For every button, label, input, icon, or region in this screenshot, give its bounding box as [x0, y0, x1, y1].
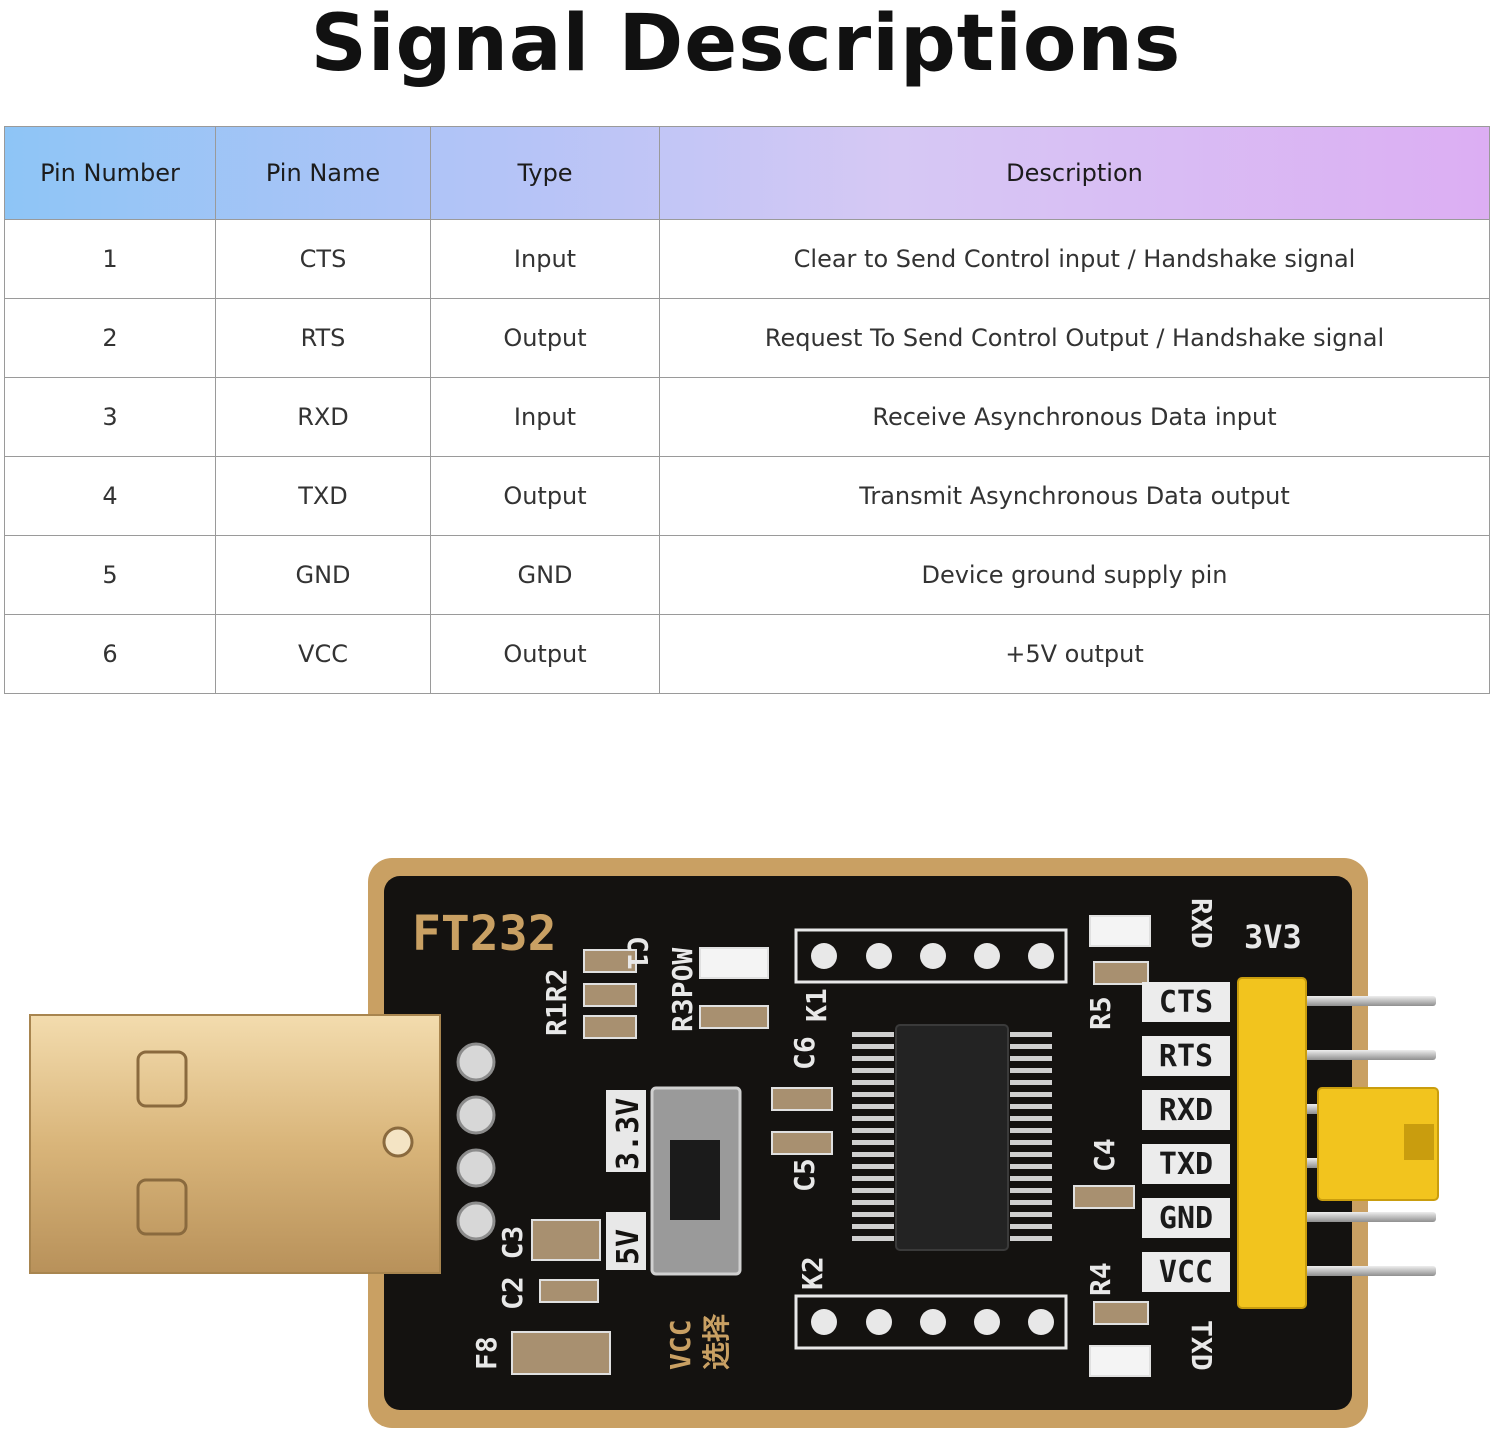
pin-label-boxes	[1142, 982, 1230, 1292]
cell-description: Transmit Asynchronous Data output	[659, 456, 1490, 536]
cell-pin-number: 2	[4, 298, 216, 378]
cell-description: Device ground supply pin	[659, 535, 1490, 615]
brand-label: FT232	[412, 906, 557, 962]
silk-c4: C4	[1088, 1138, 1121, 1172]
silk-c2-c3: C2 C3	[496, 1226, 529, 1310]
cell-pin-number: 1	[4, 219, 216, 299]
silk-k2: K2	[796, 1256, 829, 1290]
table-header-row: Pin Number Pin Name Type Description	[4, 126, 1490, 220]
silk-vcc: VCC	[664, 1319, 697, 1370]
pin-label-rxd: RXD	[1159, 1093, 1213, 1128]
silk-r1r2: R1R2	[540, 969, 573, 1036]
board-svg: FT232	[29, 858, 1439, 1428]
silk-select: 选择	[700, 1313, 733, 1370]
silk-f8: F8	[470, 1336, 503, 1370]
cell-type: GND	[430, 535, 660, 615]
cell-pin-number: 5	[4, 535, 216, 615]
usb-connector	[29, 1014, 441, 1274]
cell-pin-name: GND	[215, 535, 431, 615]
silk-r5: R5	[1084, 996, 1117, 1030]
table-row: 4 TXD Output Transmit Asynchronous Data …	[4, 456, 1490, 536]
silk-c5: C5	[788, 1158, 821, 1192]
table-row: 5 GND GND Device ground supply pin	[4, 535, 1490, 615]
cell-pin-name: VCC	[215, 614, 431, 694]
table-row: 2 RTS Output Request To Send Control Out…	[4, 298, 1490, 378]
cell-pin-name: RXD	[215, 377, 431, 457]
cell-pin-number: 3	[4, 377, 216, 457]
cell-pin-name: RTS	[215, 298, 431, 378]
header-k1-frame	[794, 928, 1068, 984]
silk-rxd: RXD	[1185, 898, 1218, 949]
cell-type: Input	[430, 377, 660, 457]
silk-c6: C6	[788, 1036, 821, 1070]
header-pin-number: Pin Number	[4, 126, 216, 220]
usb-hole-top	[136, 1050, 188, 1108]
header-pin-name: Pin Name	[215, 126, 431, 220]
silk-r3pow: R3POW	[666, 948, 699, 1032]
silk-r4: R4	[1084, 1262, 1117, 1296]
jumper-cap	[1317, 1087, 1439, 1201]
chip-pins-right	[1010, 1032, 1052, 1241]
label-3v3-box	[606, 1090, 646, 1172]
silk-5v: 5V	[611, 1229, 646, 1265]
pin-header-housing	[1237, 977, 1307, 1309]
usb-hole-bottom	[136, 1178, 188, 1236]
usb-dimple	[382, 1126, 414, 1158]
header-type: Type	[430, 126, 660, 220]
silk-c1: C1	[621, 936, 654, 970]
silk-3v3: 3.3V	[611, 1098, 646, 1170]
cell-pin-name: TXD	[215, 456, 431, 536]
page-title: Signal Descriptions	[310, 0, 1182, 89]
voltage-switch-knob	[670, 1140, 720, 1220]
cell-pin-name: CTS	[215, 219, 431, 299]
pin-label-vcc: VCC	[1159, 1255, 1213, 1290]
cell-description: Request To Send Control Output / Handsha…	[659, 298, 1490, 378]
pin-label-txd: TXD	[1159, 1147, 1213, 1182]
table-row: 3 RXD Input Receive Asynchronous Data in…	[4, 377, 1490, 457]
pin-label-gnd: GND	[1159, 1201, 1213, 1236]
signal-table: Pin Number Pin Name Type Description 1 C…	[4, 126, 1490, 694]
ft232-board-illustration: FT232	[0, 840, 1492, 1435]
ft232-chip	[895, 1024, 1009, 1251]
cell-type: Output	[430, 298, 660, 378]
cell-pin-number: 6	[4, 614, 216, 694]
cell-type: Output	[430, 456, 660, 536]
led-components	[699, 915, 1151, 1377]
cell-description: +5V output	[659, 614, 1490, 694]
label-5v-box	[606, 1212, 646, 1270]
header-k2-frame	[794, 1294, 1068, 1350]
table-row: 1 CTS Input Clear to Send Control input …	[4, 219, 1490, 299]
cell-pin-number: 4	[4, 456, 216, 536]
header-k1-pads	[811, 943, 1054, 969]
header-k2-pads	[811, 1309, 1054, 1335]
cell-description: Receive Asynchronous Data input	[659, 377, 1490, 457]
silk-3v3-corner: 3V3	[1244, 918, 1302, 956]
silk-txd: TXD	[1185, 1320, 1218, 1371]
usb-pads	[456, 1042, 496, 1241]
smd-components	[511, 949, 1149, 1375]
cell-type: Input	[430, 219, 660, 299]
chip-pins-left	[852, 1032, 894, 1241]
cell-type: Output	[430, 614, 660, 694]
pin-label-cts: CTS	[1159, 985, 1213, 1020]
silk-k1: K1	[800, 988, 833, 1022]
cell-description: Clear to Send Control input / Handshake …	[659, 219, 1490, 299]
pin-label-rts: RTS	[1159, 1039, 1213, 1074]
header-description: Description	[659, 126, 1490, 220]
table-row: 6 VCC Output +5V output	[4, 614, 1490, 694]
jumper-cap-hole	[1404, 1124, 1434, 1160]
